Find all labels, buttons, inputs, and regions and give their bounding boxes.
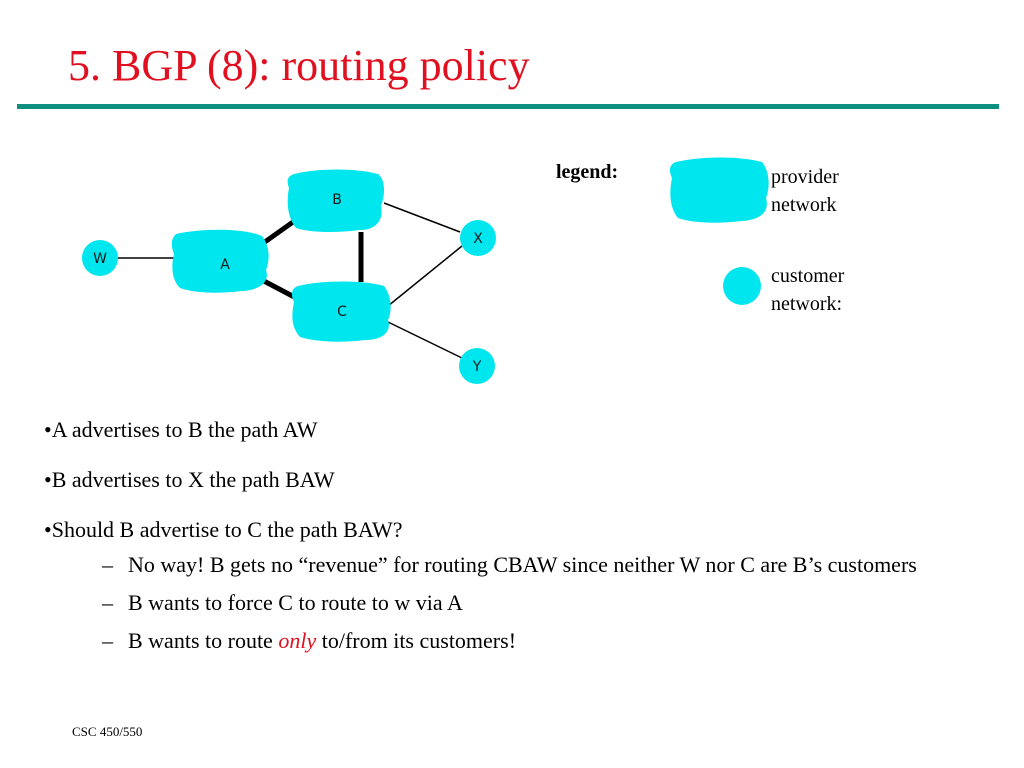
dash-marker: – <box>102 628 113 653</box>
sub-bullet-3-before: B wants to route <box>128 628 279 653</box>
link-c-y <box>387 321 463 359</box>
legend-provider-label: provider network <box>771 163 839 219</box>
legend-customer-label: customer network: <box>771 262 844 318</box>
bullet-3: •Should B advertise to C the path BAW? <box>44 517 403 542</box>
provider-network-b <box>287 169 385 233</box>
dash-marker: – <box>102 552 113 577</box>
legend-customer-line2: network: <box>771 293 843 315</box>
bullet-1: •A advertises to B the path AW <box>44 417 318 442</box>
node-label-b: B <box>332 192 342 208</box>
customer-network-x <box>460 220 496 256</box>
customer-network-y <box>459 348 495 384</box>
legend-customer-swatch <box>723 267 761 305</box>
legend-customer-line1: customer <box>771 265 845 287</box>
sub-bullet-2: – B wants to force C to route to w via A <box>102 590 994 616</box>
bullet-list: •A advertises to B the path AW •B advert… <box>44 416 994 666</box>
slide-footer: CSC 450/550 <box>72 724 143 739</box>
sub-bullet-1: – No way! B gets no “revenue” for routin… <box>102 552 994 578</box>
slide-title: 5. BGP (8): routing policy <box>68 41 530 90</box>
node-label-x: X <box>473 231 483 247</box>
node-label-y: Y <box>472 359 482 375</box>
link-c-x <box>387 245 463 307</box>
bullet-2: •B advertises to X the path BAW <box>44 467 335 492</box>
sub-bullet-2-text: B wants to force C to route to w via A <box>128 590 463 615</box>
dash-marker: – <box>102 590 113 615</box>
legend-provider-line1: provider <box>771 166 839 188</box>
legend-provider-line2: network <box>771 194 837 216</box>
title-underline <box>17 104 999 109</box>
customer-network-w <box>82 240 118 276</box>
link-b-x <box>383 202 461 233</box>
emphasis-only: only <box>278 628 317 653</box>
node-label-a: A <box>220 257 230 273</box>
sub-bullet-3-after: to/from its customers! <box>316 628 517 653</box>
sub-bullet-3-text: B wants to route only to/from its custom… <box>128 628 948 654</box>
bgp-network-diagram: B A C W X Y <box>82 157 769 384</box>
node-label-w: W <box>93 251 107 267</box>
sub-bullet-3: – B wants to route only to/from its cust… <box>102 628 994 654</box>
provider-network-a <box>171 229 269 293</box>
legend-provider-swatch <box>669 157 769 223</box>
sub-bullet-1-text: No way! B gets no “revenue” for routing … <box>128 552 917 577</box>
legend-title: legend: <box>556 161 619 183</box>
node-label-c: C <box>337 304 347 320</box>
provider-network-c <box>291 281 391 342</box>
